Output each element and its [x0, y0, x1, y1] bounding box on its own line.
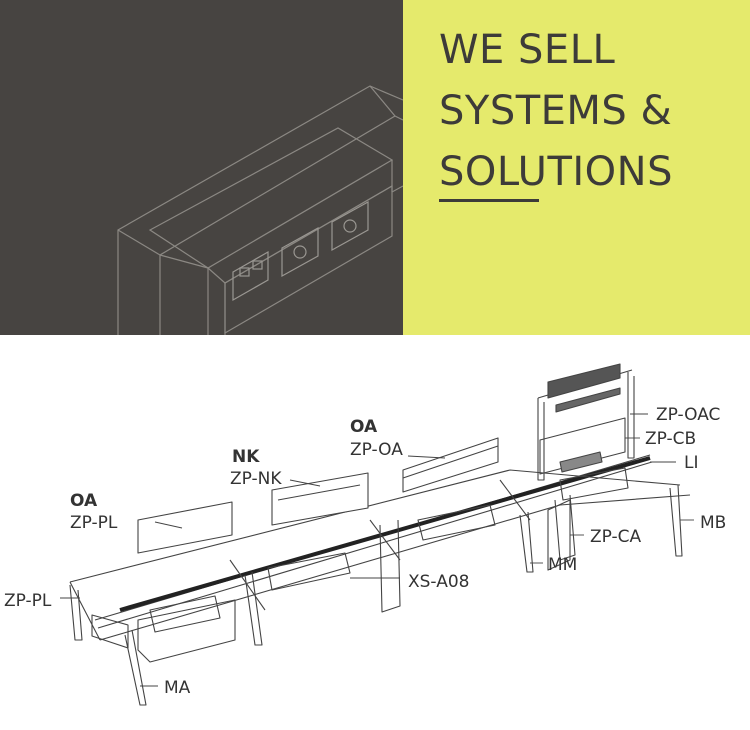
label-nk-heading: NK [232, 447, 260, 467]
headline-panel: WE SELL SYSTEMS & SOLUTIONS [403, 0, 750, 335]
headline-underline [439, 199, 539, 202]
headline: WE SELL SYSTEMS & SOLUTIONS [439, 20, 673, 203]
label-ma: MA [164, 678, 191, 698]
desk-power-outlet-illustration [117, 85, 404, 335]
label-li: LI [684, 453, 699, 473]
headline-line: WE SELL [439, 27, 616, 73]
label-xs-a08: XS-A08 [408, 572, 469, 592]
label-zp-nk: ZP-NK [230, 469, 282, 489]
label-zp-oac: ZP-OAC [656, 405, 720, 425]
label-zp-pl-left: ZP-PL [4, 591, 52, 611]
label-zp-ca: ZP-CA [590, 527, 642, 547]
label-mb: MB [700, 513, 726, 533]
label-oa-left-heading: OA [70, 491, 98, 511]
label-oa-heading: OA [350, 417, 378, 437]
headline-line: SYSTEMS & [439, 88, 673, 134]
desk-illustration-panel [0, 0, 404, 335]
label-zp-pl: ZP-PL [70, 513, 118, 533]
label-mm: MM [548, 555, 577, 575]
workstation-exploded-diagram: ZP-OAC ZP-CB LI MB ZP-CA MM XS-A08 MA ZP… [4, 363, 726, 706]
label-zp-oa: ZP-OA [350, 440, 403, 460]
label-zp-cb: ZP-CB [645, 429, 696, 449]
socket-icons [232, 200, 369, 302]
headline-line: SOLUTIONS [439, 149, 673, 195]
leader-lines [60, 413, 694, 687]
